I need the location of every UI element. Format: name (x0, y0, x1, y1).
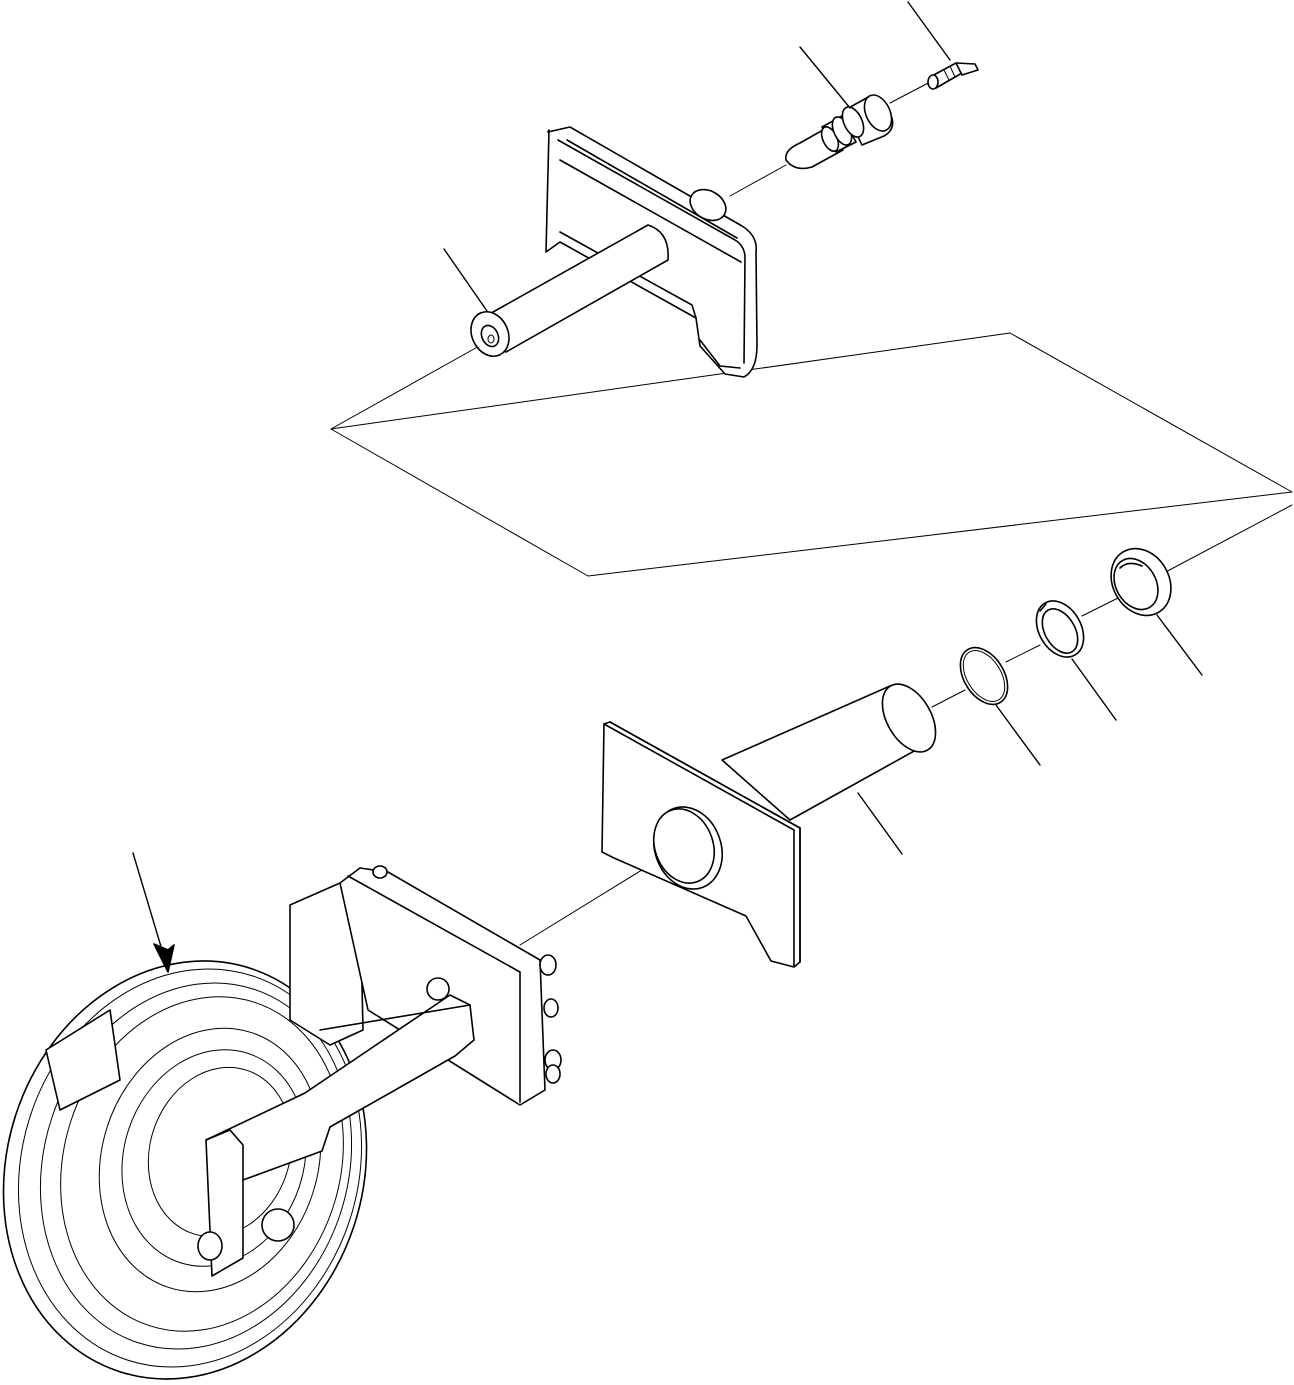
arrowhead-idler-assembly (153, 943, 175, 973)
leader-snap-ring (1071, 658, 1117, 721)
leader-cylinder-valve (799, 46, 851, 109)
lower-shaft-bracket (601, 683, 937, 968)
upper-shaft-bracket (470, 126, 758, 378)
leader-lines (132, 1, 1203, 973)
idler-assembly (2, 865, 562, 1380)
bushing-collar (1110, 547, 1172, 617)
leader-grease-fitting (907, 1, 951, 61)
cylinder-valve (784, 94, 894, 170)
leader-upper-shaft (443, 248, 488, 312)
leader-bushing-collar (1156, 614, 1203, 676)
leader-o-ring (995, 704, 1041, 766)
grease-fitting (927, 62, 979, 90)
leader-lower-shaft (857, 792, 903, 855)
alignment-lines (330, 79, 1293, 946)
subassembly-frame (330, 332, 1293, 577)
snap-ring (1035, 600, 1085, 658)
o-ring (959, 646, 1009, 706)
